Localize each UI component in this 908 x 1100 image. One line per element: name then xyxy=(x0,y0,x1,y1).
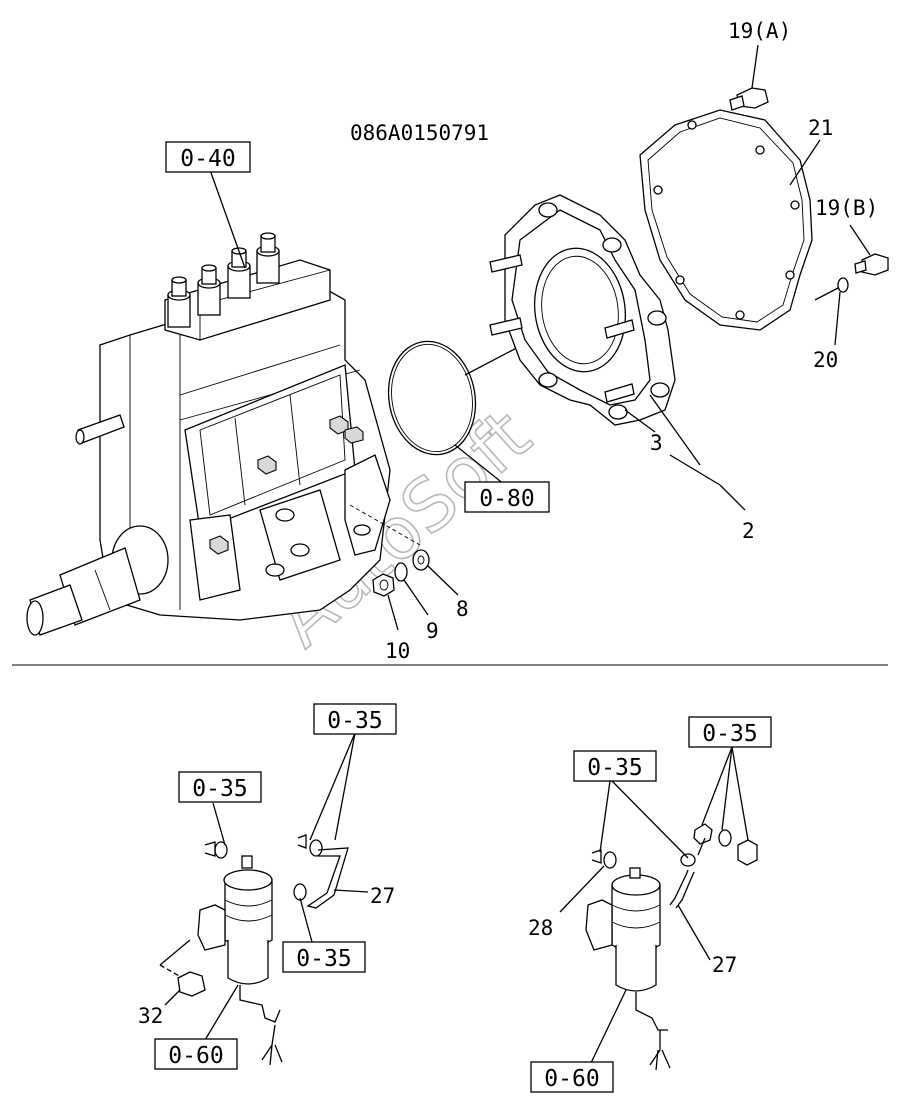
part-label-19a: 19(A) xyxy=(728,19,791,43)
ref-label-0-35-e: 0-35 xyxy=(587,755,642,781)
ref-box-0-80[interactable]: 0-80 xyxy=(464,481,550,513)
bolt-19b xyxy=(849,224,889,276)
part-label-2: 2 xyxy=(742,519,755,543)
part-label-8: 8 xyxy=(456,597,469,621)
part-label-27-b: 27 xyxy=(712,953,737,977)
ref-box-0-35-e[interactable]: 0-35 xyxy=(573,750,657,782)
solenoid-left xyxy=(159,732,369,1066)
ref-label-0-35-c: 0-35 xyxy=(296,946,351,972)
solenoid-right xyxy=(559,746,758,1071)
ref-label-0-35-d: 0-35 xyxy=(702,721,757,747)
ref-label-0-80: 0-80 xyxy=(479,486,534,512)
outlet-1 xyxy=(167,276,191,328)
ref-box-0-35-b[interactable]: 0-35 xyxy=(178,771,262,803)
injection-pump xyxy=(26,169,391,636)
part-label-3: 3 xyxy=(650,431,663,455)
ref-label-0-60-a: 0-60 xyxy=(168,1043,223,1069)
washer-8 xyxy=(412,549,459,596)
part-label-9: 9 xyxy=(426,619,439,643)
ref-label-0-35-b: 0-35 xyxy=(192,776,247,802)
nut-10 xyxy=(372,573,399,631)
outlet-3 xyxy=(227,247,251,299)
part-label-21: 21 xyxy=(808,116,833,140)
part-label-20: 20 xyxy=(813,348,838,372)
lock-washer-9 xyxy=(394,562,429,616)
ref-box-0-40[interactable]: 0-40 xyxy=(165,141,251,173)
part-label-10: 10 xyxy=(385,639,410,663)
part-label-28: 28 xyxy=(528,916,553,940)
bolt-19a xyxy=(729,44,769,111)
part-label-27-a: 27 xyxy=(370,884,395,908)
ref-box-0-35-c[interactable]: 0-35 xyxy=(282,941,366,973)
outlet-4 xyxy=(256,232,280,284)
part-label-19b: 19(B) xyxy=(815,196,878,220)
diagram-code: 086A0150791 xyxy=(350,121,489,145)
gasket xyxy=(639,109,821,331)
ref-label-0-40: 0-40 xyxy=(180,146,235,172)
ref-box-0-35-a[interactable]: 0-35 xyxy=(313,703,397,735)
ref-box-0-60-b[interactable]: 0-60 xyxy=(530,1061,614,1093)
ref-label-0-60-b: 0-60 xyxy=(544,1066,599,1092)
washer-20 xyxy=(814,277,849,346)
part-label-32: 32 xyxy=(138,1004,163,1028)
ref-box-0-60-a[interactable]: 0-60 xyxy=(154,1038,238,1070)
ref-box-0-35-d[interactable]: 0-35 xyxy=(688,716,772,748)
outlet-2 xyxy=(197,264,221,316)
ref-label-0-35-a: 0-35 xyxy=(327,708,382,734)
adapter-flange xyxy=(489,194,746,511)
